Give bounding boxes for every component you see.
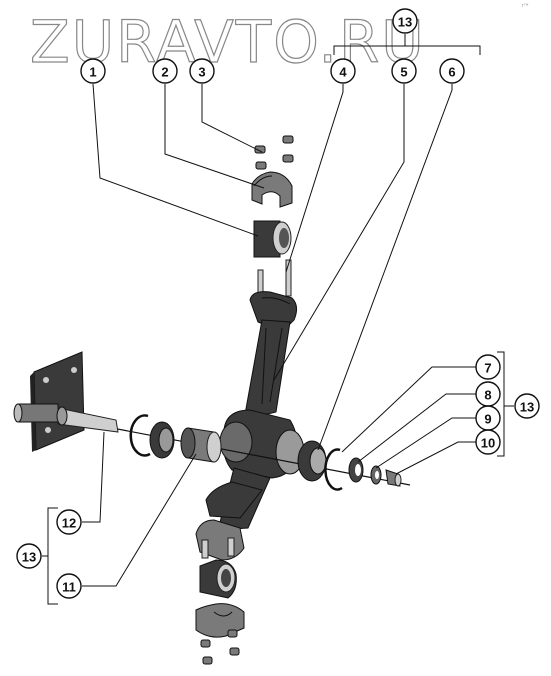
callout-7: 7 — [475, 354, 501, 380]
washer-8 — [348, 457, 364, 483]
top-nuts — [254, 135, 294, 170]
top-bushing — [253, 220, 292, 258]
callout-3-label: 3 — [198, 65, 205, 80]
callout-5-label: 5 — [400, 65, 407, 80]
bracket-shaft — [13, 351, 119, 452]
callout-3: 3 — [189, 58, 215, 84]
callout-12: 12 — [56, 509, 82, 535]
callout-5: 5 — [391, 58, 417, 84]
parts-drawing — [13, 135, 411, 665]
callout-10-label: 10 — [481, 436, 495, 451]
callout-9-label: 9 — [484, 412, 491, 427]
callout-10: 10 — [475, 429, 501, 455]
callout-1: 1 — [80, 58, 106, 84]
callout-13-left: 13 — [16, 543, 42, 569]
callout-13-right: 13 — [514, 393, 540, 419]
callout-2: 2 — [152, 58, 178, 84]
callout-13-left-label: 13 — [22, 550, 36, 565]
callout-13-right-label: 13 — [520, 400, 534, 415]
callout-2-label: 2 — [161, 65, 168, 80]
callout-4-label: 4 — [339, 65, 347, 80]
callout-13-top: 13 — [392, 8, 418, 34]
callout-9: 9 — [475, 405, 501, 431]
left-snap-ring — [129, 414, 151, 457]
callout-6-label: 6 — [448, 65, 455, 80]
left-bushing — [149, 421, 175, 459]
callout-6: 6 — [439, 58, 465, 84]
callout-7-label: 7 — [484, 361, 491, 376]
callout-12-label: 12 — [62, 516, 76, 531]
right-snap-ring — [324, 448, 343, 491]
callout-4: 4 — [330, 58, 356, 84]
top-cap — [251, 171, 293, 208]
lower-cap — [195, 603, 245, 638]
callout-11-label: 11 — [62, 580, 76, 595]
washer-9 — [370, 465, 382, 485]
nut-10 — [385, 469, 402, 487]
callout-8: 8 — [475, 381, 501, 407]
lever-body — [205, 291, 305, 531]
callout-1-label: 1 — [89, 65, 96, 80]
leader-lines — [42, 34, 514, 605]
lower-boss — [195, 519, 245, 599]
sleeve-bushing — [180, 427, 222, 463]
callout-8-label: 8 — [484, 388, 491, 403]
callout-11: 11 — [56, 573, 82, 599]
corner-mark: r™ — [522, 3, 529, 9]
right-bushing — [297, 440, 327, 482]
callout-13-top-label: 13 — [398, 15, 412, 30]
lower-nuts — [200, 629, 240, 665]
